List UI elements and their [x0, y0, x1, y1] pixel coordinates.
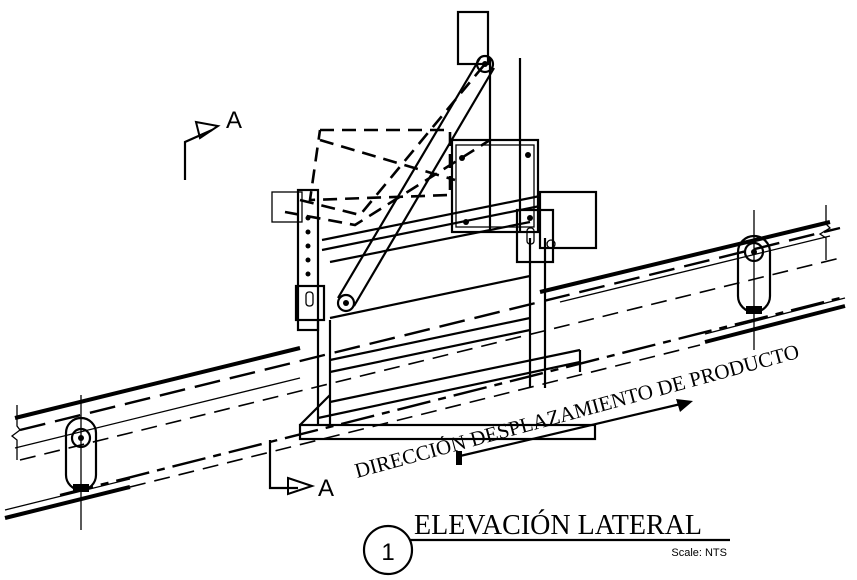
- post-left-clamp: [294, 284, 326, 322]
- control-box: [450, 138, 540, 234]
- frame-low-2: [329, 348, 581, 404]
- flow-direction-label: DIRECCIÓN DESPLAZAMIENTO DE PRODUCTO: [352, 339, 802, 483]
- rail-lower-left: [4, 485, 131, 520]
- arm-pivot-low: [336, 293, 356, 313]
- roller-support-right: [736, 210, 772, 350]
- section-mark-bottom: A: [268, 440, 334, 502]
- rail-lower-dashed: [129, 344, 701, 488]
- frame-low-brace: [299, 394, 331, 426]
- section-top-leader: [183, 128, 213, 180]
- frame-mid-2: [329, 316, 531, 362]
- bolt-icon: [463, 219, 469, 225]
- rail-dashed-2: [19, 257, 841, 461]
- arm-edge-2: [353, 67, 495, 307]
- break-right: [818, 205, 832, 260]
- frame-top-2: [321, 194, 541, 242]
- frame-mid-3: [329, 274, 531, 320]
- rail-centerline: [59, 296, 841, 497]
- detail-number-circle: [362, 524, 414, 576]
- roller-right-foot: [746, 306, 762, 314]
- section-top-arrow-icon: [194, 120, 221, 140]
- section-mark-top: A: [183, 107, 242, 180]
- post-left-cap: [271, 191, 303, 223]
- break-left: [10, 405, 21, 460]
- rail-upper-right-inner: [559, 235, 831, 303]
- rail-lower-right-inner: [704, 297, 846, 335]
- phantom-frame: [308, 128, 452, 202]
- right-adjustable-post: [515, 190, 598, 264]
- frame-mid-1: [329, 328, 531, 374]
- rail-upper-left: [14, 346, 301, 420]
- phantom-arm-2: [284, 138, 491, 227]
- arm-pivot-high: [475, 54, 495, 74]
- section-top-letter: A: [226, 107, 242, 134]
- post-hole-icon: [305, 243, 311, 249]
- rail-lower-left-inner: [4, 478, 131, 511]
- section-bottom-arrow-icon: [287, 476, 316, 496]
- flow-label-group: DIRECCIÓN DESPLAZAMIENTO DE PRODUCTO: [352, 339, 802, 483]
- flow-arrow-tick: [456, 451, 462, 465]
- phantom-diag: [319, 138, 456, 182]
- roller-support-left: [64, 395, 98, 530]
- break-symbols: [10, 205, 832, 460]
- inclined-arm: [336, 54, 495, 313]
- bolt-icon: [525, 152, 531, 158]
- motor-box: [538, 190, 598, 250]
- tower-top-block: [456, 10, 490, 66]
- pivot-icon: [343, 300, 349, 306]
- post-hole-icon: [305, 257, 311, 263]
- drawing-title: ELEVACIÓN LATERAL: [414, 510, 702, 541]
- post-hole-icon: [305, 271, 311, 277]
- flow-arrow: [456, 399, 693, 465]
- frame-top-3: [321, 204, 541, 252]
- arm-edge-1: [337, 57, 481, 299]
- flow-arrow-shaft: [459, 401, 686, 458]
- post-right-slot: [526, 227, 535, 245]
- motor-bolt-icon: [546, 239, 556, 249]
- left-adjustable-post: [271, 188, 326, 332]
- machine-base: [298, 194, 597, 441]
- frame-low-1: [317, 360, 581, 420]
- rail-upper-right: [539, 220, 831, 294]
- rail-dashed-1: [19, 226, 841, 432]
- section-bottom-letter: A: [318, 475, 334, 502]
- main-tower: [450, 10, 540, 234]
- post-left-slot: [305, 291, 314, 307]
- rail-lower-right: [704, 304, 846, 344]
- flow-arrow-head-icon: [676, 399, 693, 412]
- post-right-clamp: [515, 208, 555, 264]
- control-box-inner: [455, 144, 535, 228]
- base-plate: [298, 423, 597, 441]
- phantom-position: [284, 63, 491, 227]
- post-hole-icon: [305, 229, 311, 235]
- conveyor-rails: [4, 220, 846, 520]
- scale-label: Scale: NTS: [671, 547, 727, 559]
- title-block: 1 ELEVACIÓN LATERAL Scale: NTS: [362, 510, 730, 576]
- rail-upper-left-inner: [14, 377, 301, 449]
- post-left-outer: [296, 188, 320, 332]
- roller-left-foot: [73, 484, 89, 492]
- bolt-icon: [527, 215, 533, 221]
- detail-number: 1: [381, 539, 394, 566]
